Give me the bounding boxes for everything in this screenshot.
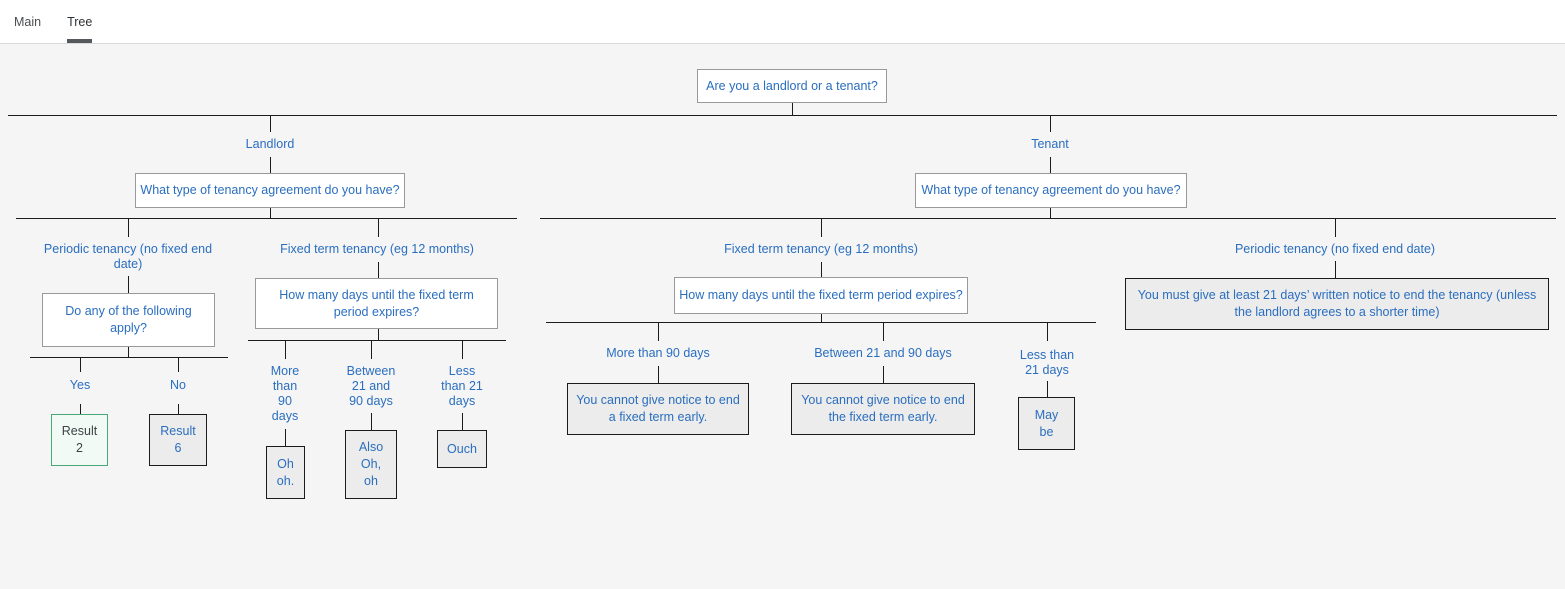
branch-label-tenant-fixed-term: Fixed term tenancy (eg 12 months)	[724, 242, 918, 256]
branch-label-landlord-between-21-90-days: Between 21 and 90 days	[346, 364, 396, 408]
branch-label-landlord-less-than-21-days: Less than 21 days	[441, 364, 483, 408]
node-may-be-result[interactable]: May be	[1018, 397, 1075, 450]
tab-bar: Main Tree	[0, 0, 1565, 44]
node-cannot-give-notice-the-fixed-term-result[interactable]: You cannot give notice to end the fixed …	[791, 383, 975, 435]
node-also-oh-oh-result[interactable]: Also Oh, oh	[345, 430, 397, 499]
node-cannot-give-notice-fixed-term-result[interactable]: You cannot give notice to end a fixed te…	[567, 383, 749, 435]
node-oh-oh-result[interactable]: Oh oh.	[266, 446, 305, 499]
branch-label-landlord-periodic-tenancy: Periodic tenancy (no fixed end date)	[43, 242, 213, 271]
branch-label-landlord: Landlord	[245, 137, 295, 151]
branch-label-tenant-more-than-90-days: More than 90 days	[606, 346, 710, 360]
branch-label-landlord-fixed-term: Fixed term tenancy (eg 12 months)	[280, 242, 474, 256]
node-landlord-tenancy-type-question[interactable]: What type of tenancy agreement do you ha…	[135, 173, 405, 208]
branch-label-tenant-between-21-90-days: Between 21 and 90 days	[814, 346, 952, 360]
node-do-any-apply-question[interactable]: Do any of the following apply?	[42, 293, 215, 347]
node-must-give-21-days-notice-result[interactable]: You must give at least 21 days’ written …	[1125, 278, 1549, 330]
node-result-6[interactable]: Result 6	[149, 414, 207, 466]
branch-label-tenant-periodic-tenancy: Periodic tenancy (no fixed end date)	[1234, 242, 1436, 256]
branch-label-no: No	[170, 378, 186, 392]
node-tenant-tenancy-type-question[interactable]: What type of tenancy agreement do you ha…	[915, 173, 1187, 208]
node-root-question[interactable]: Are you a landlord or a tenant?	[697, 69, 887, 103]
branch-label-tenant: Tenant	[1031, 137, 1069, 151]
tab-tree[interactable]: Tree	[67, 0, 93, 43]
tab-main[interactable]: Main	[14, 14, 42, 29]
branch-label-yes: Yes	[69, 378, 91, 392]
branch-label-landlord-more-than-90-days: More than 90 days	[270, 364, 300, 423]
branch-label-tenant-less-than-21-days: Less than 21 days	[1019, 348, 1075, 377]
node-ouch-result[interactable]: Ouch	[437, 430, 487, 468]
node-landlord-days-until-expiry-question[interactable]: How many days until the fixed term perio…	[255, 278, 498, 329]
node-tenant-days-until-expiry-question[interactable]: How many days until the fixed term perio…	[674, 277, 968, 314]
node-result-2-highlighted[interactable]: Result 2	[51, 414, 108, 466]
